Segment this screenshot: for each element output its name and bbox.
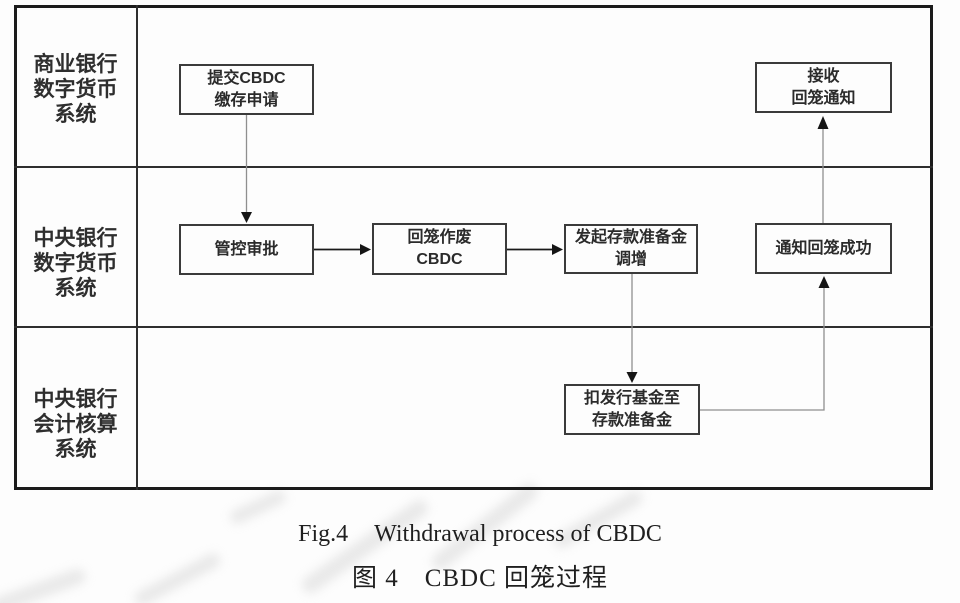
swimlane-frame [14, 5, 933, 490]
figure-number-en: Fig.4 [298, 521, 349, 547]
node-control-approval: 管控审批 [179, 224, 314, 275]
figure-caption-chinese: 图 4 CBDC 回笼过程 [0, 558, 960, 594]
node-deduct-issuance-fund: 扣发行基金至 存款准备金 [564, 384, 700, 435]
figure-number-zh: 图 4 [351, 565, 399, 592]
node-receive-withdrawal-notice: 接收 回笼通知 [755, 62, 892, 113]
figure-title-zh: CBDC 回笼过程 [424, 565, 609, 592]
lane-label-commercial-bank-dc-system: 商业银行 数字货币 系统 [33, 53, 118, 126]
lane-divider-1 [14, 166, 933, 168]
node-withdraw-invalidate-cbdc: 回笼作废 CBDC [372, 223, 507, 275]
figure-title-en: Withdrawal process of CBDC [374, 521, 662, 547]
lane-divider-2 [14, 326, 933, 328]
figure-caption-english: Fig.4 Withdrawal process of CBDC [0, 521, 960, 548]
node-initiate-reserve-increase: 发起存款准备金 调增 [564, 224, 698, 274]
lane-label-divider [136, 5, 138, 490]
lane-label-central-bank-accounting-system: 中央银行 会计核算 系统 [33, 388, 118, 461]
node-notify-withdrawal-success: 通知回笼成功 [755, 223, 892, 274]
node-submit-cbdc-deposit-application: 提交CBDC 缴存申请 [179, 64, 314, 115]
lane-label-central-bank-dc-system: 中央银行 数字货币 系统 [33, 227, 118, 300]
